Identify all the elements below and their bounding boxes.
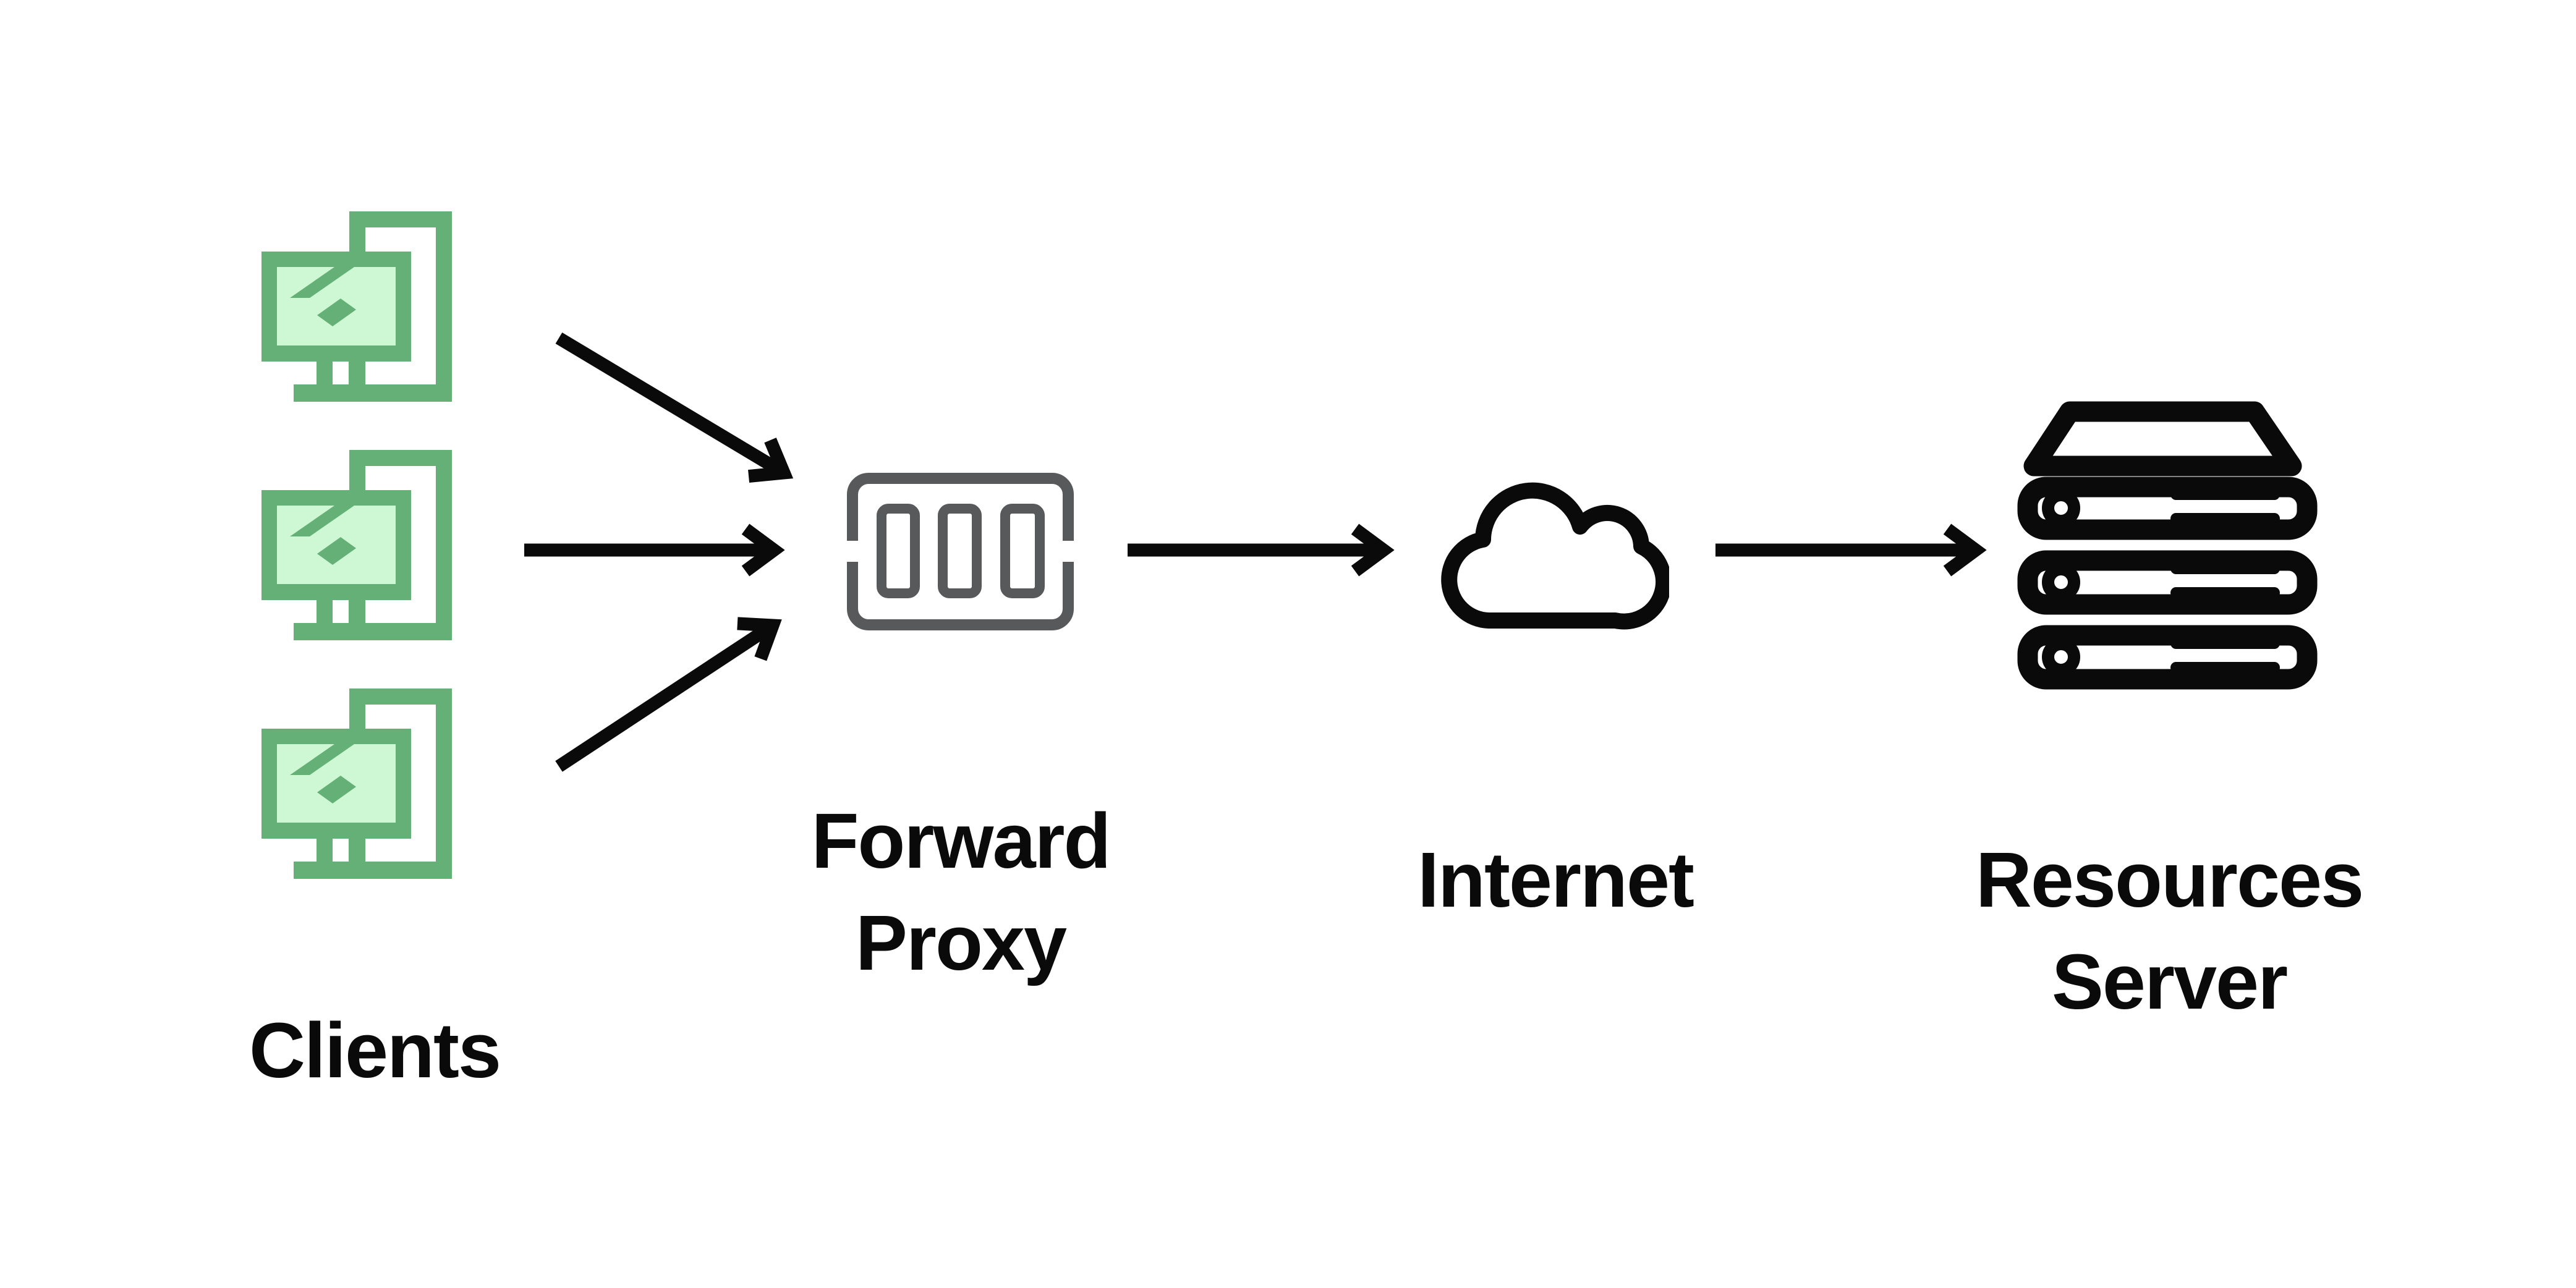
server-stack-icon	[2017, 401, 2318, 690]
cloud-icon	[1441, 482, 1669, 630]
resources-server-label: Resources Server	[1891, 829, 2447, 1033]
client-workstation-icon	[261, 450, 452, 640]
resources-server-label-line2: Server	[2051, 938, 2288, 1025]
forward-proxy-label-line1: Forward	[811, 797, 1111, 884]
arrow-client1-to-proxy	[555, 332, 794, 483]
forward-proxy-label: Forward Proxy	[682, 790, 1239, 994]
client-workstation-icon	[261, 688, 452, 879]
internet-label: Internet	[1417, 836, 1694, 923]
proxy-module-icon	[847, 473, 1074, 630]
forward-proxy-label-line2: Proxy	[855, 899, 1067, 986]
arrow-client3-to-proxy	[555, 617, 782, 772]
resources-server-label-line1: Resources	[1975, 836, 2364, 923]
clients-label: Clients	[249, 1007, 501, 1094]
client-workstation-icon	[261, 211, 452, 402]
